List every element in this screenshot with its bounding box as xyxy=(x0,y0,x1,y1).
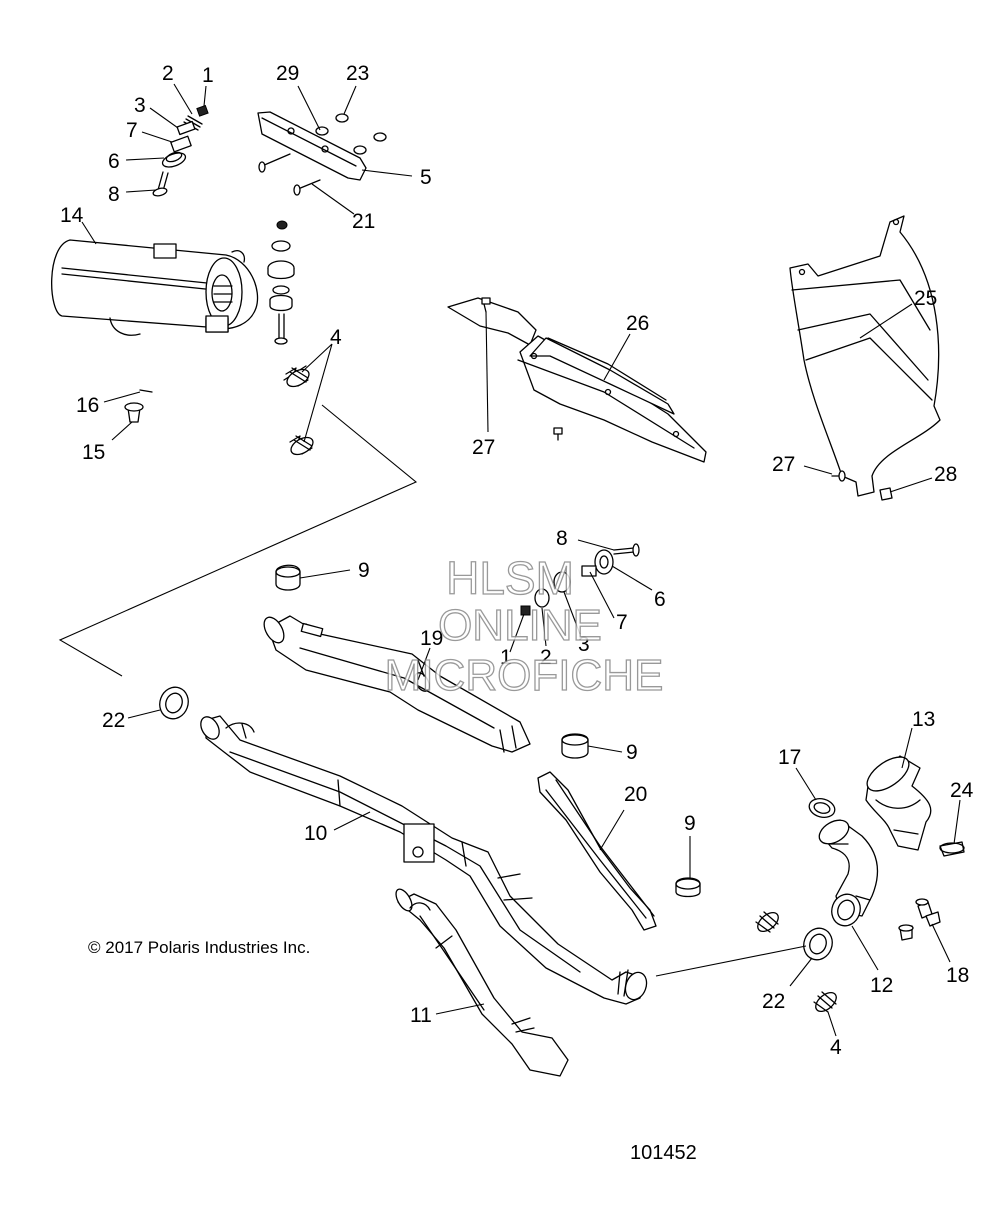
callout-17: 17 xyxy=(778,746,801,769)
document-number: 101452 xyxy=(630,1142,697,1164)
part-4-springs-upper xyxy=(283,365,314,456)
part-3-spacer xyxy=(176,120,196,136)
callout-7: 7 xyxy=(126,119,138,142)
callout-22: 22 xyxy=(102,709,125,732)
callout-6: 6 xyxy=(108,150,120,173)
callout-3-b: 3 xyxy=(578,633,590,656)
callout-18: 18 xyxy=(946,964,969,987)
callout-8-b: 8 xyxy=(556,527,568,550)
callout-24: 24 xyxy=(950,779,974,802)
part-5-mounting-bracket xyxy=(257,111,367,181)
part-7-bushing xyxy=(170,135,192,153)
callout-1: 1 xyxy=(202,64,214,87)
callout-19: 19 xyxy=(420,627,443,650)
callout-4: 4 xyxy=(330,326,342,349)
part-1-nut xyxy=(196,104,209,117)
part-9-clamp-b xyxy=(561,733,589,759)
part-1-nut-b xyxy=(520,605,531,616)
callout-9-c: 9 xyxy=(684,812,696,835)
part-23-nut xyxy=(335,113,387,155)
callout-14: 14 xyxy=(60,204,84,227)
part-19-mid-pipe xyxy=(263,615,531,753)
part-13-elbow-pipe xyxy=(865,755,932,851)
callout-28: 28 xyxy=(934,463,957,486)
callout-26: 26 xyxy=(626,312,649,335)
part-27-screw-a xyxy=(481,297,563,441)
callout-20: 20 xyxy=(624,783,647,806)
callout-12: 12 xyxy=(870,974,893,997)
callout-4-b: 4 xyxy=(830,1036,842,1059)
callout-13: 13 xyxy=(912,708,935,731)
part-24-plug xyxy=(939,841,965,857)
callout-1-b: 1 xyxy=(500,646,512,669)
callout-9: 9 xyxy=(358,559,370,582)
watermark-line-3: MICROFICHE xyxy=(385,651,664,700)
callout-15: 15 xyxy=(82,441,105,464)
callout-labels: 1 2 3 7 6 8 29 23 5 21 14 4 16 15 26 27 … xyxy=(60,62,974,1059)
callout-16: 16 xyxy=(76,394,99,417)
callout-25: 25 xyxy=(914,287,937,310)
callout-8: 8 xyxy=(108,183,120,206)
part-8-bolt xyxy=(152,171,169,197)
part-12-elbow-pipe xyxy=(818,819,879,927)
copyright-text: © 2017 Polaris Industries Inc. xyxy=(88,938,310,957)
callout-27-b: 27 xyxy=(772,453,795,476)
callout-3: 3 xyxy=(134,94,146,117)
callout-2-b: 2 xyxy=(540,646,552,669)
callout-9-b: 9 xyxy=(626,741,638,764)
callout-27: 27 xyxy=(472,436,495,459)
callout-2: 2 xyxy=(162,62,174,85)
callout-29: 29 xyxy=(276,62,299,85)
callout-11: 11 xyxy=(410,1004,432,1027)
leader-lines xyxy=(81,83,961,1037)
part-3-spacer-b xyxy=(553,571,571,593)
part-2-washer-b xyxy=(534,588,550,608)
callout-21: 21 xyxy=(352,210,375,233)
callout-6-b: 6 xyxy=(654,588,666,611)
callout-5: 5 xyxy=(420,166,432,189)
part-6-grommet-b xyxy=(594,549,614,575)
watermark: HLSM ONLINE MICROFICHE xyxy=(384,551,664,700)
part-28-clip xyxy=(879,487,893,501)
watermark-line-2: ONLINE xyxy=(438,601,602,650)
part-16-rivet xyxy=(139,389,153,393)
part-9-clamp-a xyxy=(275,564,301,591)
part-22-gasket-a xyxy=(159,686,189,720)
part-29-washer xyxy=(315,126,329,136)
part-18-fittings xyxy=(898,898,941,941)
part-20-shield-pipe xyxy=(537,771,657,931)
muffler-mount-hardware xyxy=(267,220,295,345)
watermark-line-1: HLSM xyxy=(446,552,574,604)
part-17-gasket xyxy=(808,798,836,818)
callout-7-b: 7 xyxy=(616,611,628,634)
part-26-heat-shield xyxy=(447,297,707,463)
part-9-clamp-c xyxy=(675,877,701,898)
part-11-pipe xyxy=(395,888,569,1077)
part-10-head-pipe xyxy=(200,715,648,1005)
part-8-bolt-b xyxy=(613,543,640,557)
assembly-reference-line xyxy=(58,404,418,677)
part-4-springs-lower xyxy=(755,911,837,1013)
part-25-heat-shield-large xyxy=(789,215,941,497)
part-7-bushing-b xyxy=(581,565,597,577)
part-27-screw-b xyxy=(831,470,846,482)
part-14-muffler xyxy=(51,239,259,336)
bracket-bolts xyxy=(258,153,321,196)
callout-23: 23 xyxy=(346,62,369,85)
callout-22-b: 22 xyxy=(762,990,785,1013)
part-6-grommet xyxy=(161,151,187,168)
part-15-stud xyxy=(124,402,144,423)
callout-10: 10 xyxy=(304,822,327,845)
part-22-gasket-b xyxy=(803,927,833,961)
